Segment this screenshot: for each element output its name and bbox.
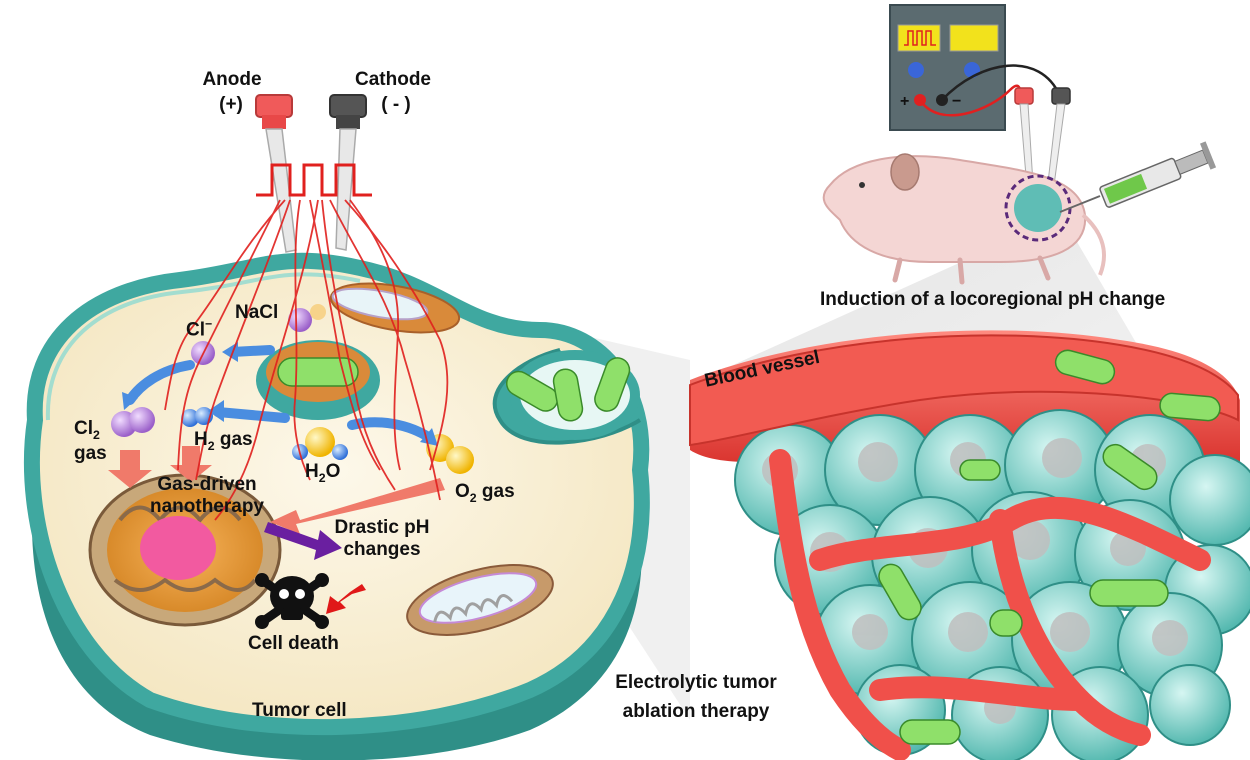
cl2-label: Cl2 gas <box>74 418 107 465</box>
anode-label-text: Anode <box>202 69 262 90</box>
syringe-icon <box>1059 141 1217 213</box>
electric-current-lines <box>164 199 449 521</box>
cathode-sign-text: ( - ) <box>381 94 411 115</box>
cl-ion-label: Cl− <box>186 317 213 341</box>
anode-sign-label: (+) <box>206 94 256 116</box>
pulse-waveform-icon <box>256 163 372 197</box>
mitochondrion-top <box>329 282 461 334</box>
h2-label: H2 gas <box>194 429 253 453</box>
gas-driven-line1: Gas-driven <box>157 474 257 495</box>
cl2-text: Cl <box>74 418 93 439</box>
ph-line1: Drastic pH <box>334 517 430 538</box>
central-vesicle <box>256 340 380 420</box>
nacl-label: NaCl <box>235 302 279 324</box>
cl-ion-charge: − <box>205 317 213 331</box>
cl2-gas-text: gas <box>74 442 107 464</box>
h2o-o-text: O <box>325 461 341 482</box>
electrolytic-line2: ablation therapy <box>622 701 770 723</box>
ph-change-label: Drastic pH changes <box>312 517 452 561</box>
cl2-molecule <box>111 407 155 437</box>
skull-icon <box>255 573 329 629</box>
locoregional-label: Induction of a locoregional pH change <box>820 289 1166 311</box>
h2-subscript: 2 <box>207 438 215 453</box>
anode-electrode <box>255 94 297 253</box>
tumor-cell-label: Tumor cell <box>252 700 347 722</box>
svg-text:−: − <box>952 93 961 110</box>
h2-text: H <box>194 429 208 450</box>
h2-gas-text: gas <box>214 429 253 450</box>
anode-sign-text: (+) <box>219 94 243 115</box>
h2o-subscript: 2 <box>318 470 326 485</box>
nanoparticles-endosome <box>505 357 631 422</box>
h2o-molecule <box>292 427 348 460</box>
anode-label: Anode <box>192 69 272 91</box>
cathode-label-text: Cathode <box>355 69 431 90</box>
ph-death-arrow <box>326 584 366 614</box>
cathode-sign-label: ( - ) <box>366 94 426 116</box>
nucleolus <box>140 516 216 580</box>
mitochondrion-bottom <box>406 564 554 636</box>
power-supply-icon: + − <box>889 4 1006 131</box>
h2o-label: H2O <box>305 461 341 485</box>
gas-driven-line2: nanotherapy <box>149 495 265 517</box>
locoregional-text: Induction of a locoregional pH change <box>820 289 1166 310</box>
svg-text:+: + <box>900 93 909 110</box>
electrolytic-label: Electrolytic tumor ablation therapy <box>586 668 806 727</box>
electrolytic-line1: Electrolytic tumor <box>615 672 777 693</box>
mouse-tumor <box>1014 184 1062 232</box>
cell-death-label: Cell death <box>248 633 339 655</box>
o2-gas-text: gas <box>476 481 515 502</box>
ph-line2: changes <box>343 538 421 560</box>
cl-ion-text: Cl <box>186 319 205 341</box>
cathode-label: Cathode <box>338 69 448 91</box>
cl2-subscript: 2 <box>93 427 100 442</box>
gas-arrows <box>108 446 445 534</box>
h2o-text: H <box>305 461 319 482</box>
gas-driven-label: Gas-driven nanotherapy <box>132 474 282 518</box>
tumor-cell-text: Tumor cell <box>252 700 347 721</box>
cell-death-text: Cell death <box>248 633 339 654</box>
o2-label: O2 gas <box>455 481 515 505</box>
nacl-text: NaCl <box>235 302 279 323</box>
o2-text: O <box>455 481 470 502</box>
nanotherapy-arrow <box>264 522 342 560</box>
nucleus <box>88 473 282 627</box>
tumor-tissue <box>689 330 1250 760</box>
nacl-molecule <box>288 304 326 332</box>
o2-subscript: 2 <box>469 490 477 505</box>
